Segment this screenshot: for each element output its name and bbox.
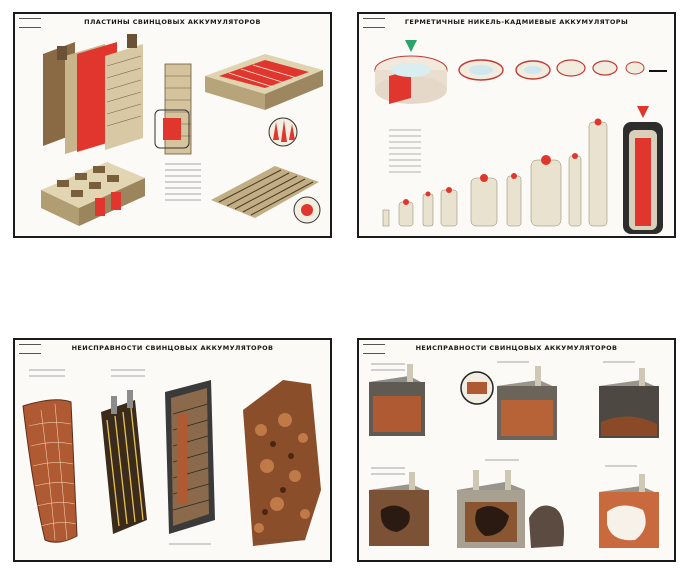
warped-plate — [22, 399, 78, 543]
poster-title: ГЕРМЕТИЧНЫЕ НИКЕЛЬ-КАДМИЕВЫЕ АККУМУЛЯТОР… — [404, 18, 629, 26]
cell-top-center — [497, 366, 557, 440]
lead-faults-plates-illustration — [22, 369, 321, 546]
plate-tray-bottom-left — [41, 162, 145, 226]
nicd-cells-illustration — [374, 40, 667, 234]
lead-faults-cells-illustration — [369, 361, 659, 548]
poster-corner-mark — [19, 18, 41, 28]
poster-corner-mark — [19, 344, 41, 354]
poster-title: НЕИСПРАВНОСТИ СВИНЦОВЫХ АККУМУЛЯТОРОВ — [415, 344, 618, 352]
poster-title: НЕИСПРАВНОСТИ СВИНЦОВЫХ АККУМУЛЯТОРОВ — [71, 344, 274, 352]
cylinder-cells-row — [382, 118, 608, 227]
legend-lines — [165, 163, 201, 201]
button-cells-row — [458, 59, 667, 81]
cylinder-cell-cutaway — [623, 106, 663, 234]
poster-title: ПЛАСТИНЫ СВИНЦОВЫХ АККУМУЛЯТОРОВ — [84, 18, 261, 26]
plate-tubular-bottom-right — [211, 166, 321, 224]
plate-stack-with-separators — [101, 390, 147, 534]
plate-box-top-right — [205, 54, 323, 147]
poster-lead-faults-plates[interactable]: НЕИСПРАВНОСТИ СВИНЦОВЫХ АККУМУЛЯТОРОВ — [13, 338, 332, 562]
poster-corner-mark — [363, 344, 385, 354]
cell-bottom-center — [457, 470, 525, 548]
grid-frame-plate — [165, 380, 215, 534]
poster-lead-plates[interactable]: ПЛАСТИНЫ СВИНЦОВЫХ АККУМУЛЯТОРОВ — [13, 12, 332, 238]
cell-top-left — [369, 364, 425, 436]
legend-lines — [29, 369, 305, 545]
poster-nicd-cells[interactable]: ГЕРМЕТИЧНЫЕ НИКЕЛЬ-КАДМИЕВЫЕ АККУМУЛЯТОР… — [357, 12, 676, 238]
plate-grid-center — [154, 63, 192, 155]
crumbling-plate — [243, 380, 321, 546]
plate-stack-left — [43, 34, 143, 154]
poster-corner-mark — [363, 18, 385, 28]
debris-pile — [529, 505, 564, 548]
inspection-lens — [460, 371, 494, 405]
legend-lines — [389, 129, 421, 173]
cell-bottom-left — [369, 472, 429, 546]
button-cell-cutaway — [374, 40, 448, 104]
poster-lead-faults-cells[interactable]: НЕИСПРАВНОСТИ СВИНЦОВЫХ АККУМУЛЯТОРОВ — [357, 338, 676, 562]
legend-lines — [371, 361, 637, 475]
cell-bottom-right — [599, 474, 659, 548]
lead-plates-illustration — [41, 34, 323, 226]
cell-top-right — [599, 368, 659, 438]
